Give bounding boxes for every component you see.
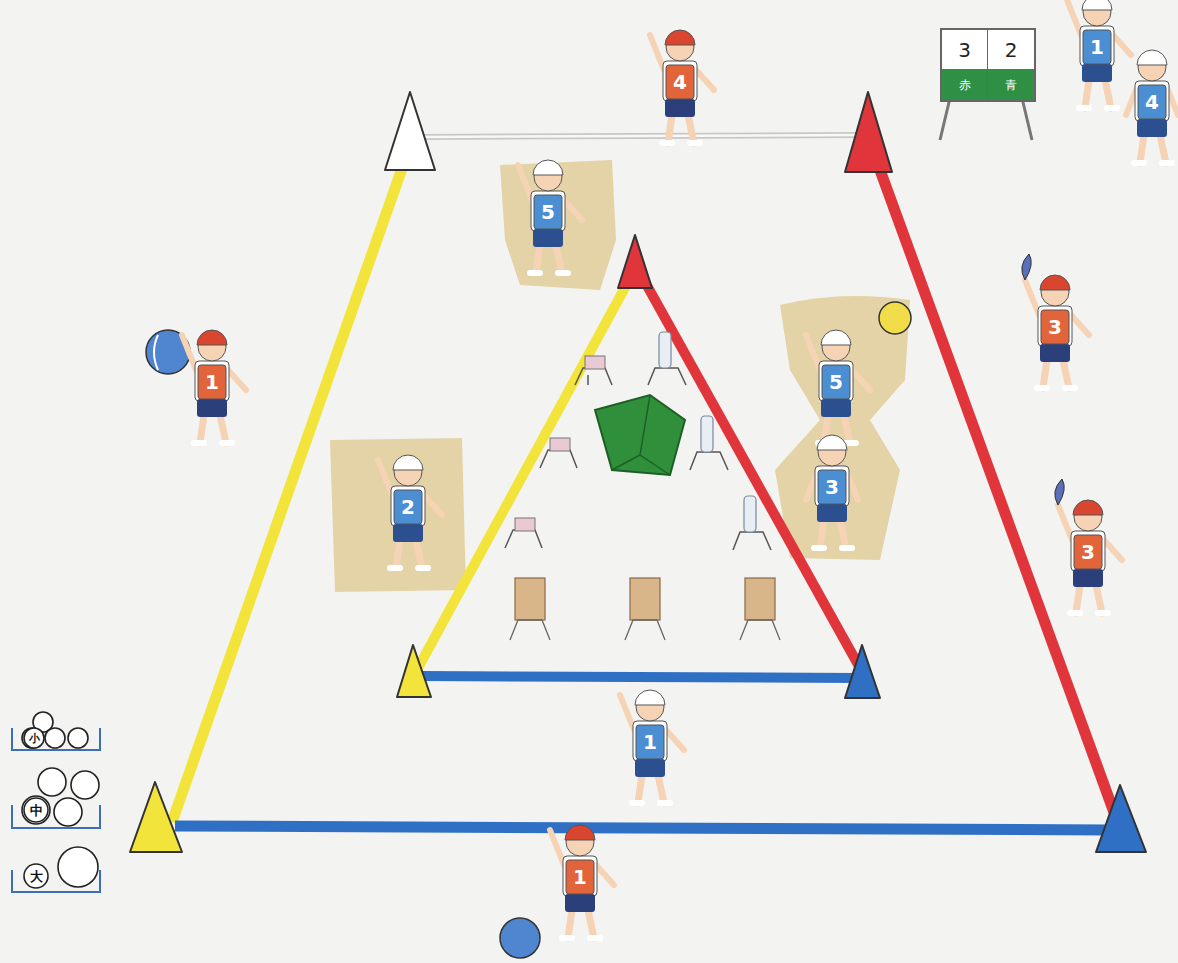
sand-patch bbox=[330, 160, 910, 592]
team-name: 赤 bbox=[942, 69, 988, 100]
child-figure bbox=[1055, 479, 1122, 613]
jersey-number: 4 bbox=[673, 72, 687, 92]
legend-text: 大 bbox=[30, 870, 43, 883]
score-digit: 3 bbox=[942, 30, 988, 69]
ball-size-legend bbox=[12, 712, 100, 892]
legend-text: 小 bbox=[29, 733, 40, 744]
score-digit: 2 bbox=[988, 30, 1034, 69]
scoreboard-stand bbox=[940, 98, 1032, 140]
child-figure bbox=[182, 330, 246, 443]
child-figure bbox=[650, 30, 714, 143]
jersey-number: 3 bbox=[825, 477, 839, 497]
child-figure bbox=[806, 330, 870, 443]
scoreboard: 32赤青 bbox=[940, 28, 1036, 102]
jersey-number: 1 bbox=[573, 867, 587, 887]
court-line bbox=[420, 135, 860, 137]
child-figure bbox=[378, 455, 442, 568]
corner-cone bbox=[130, 92, 1146, 852]
child-figure bbox=[518, 160, 582, 273]
court-line bbox=[880, 170, 1115, 815]
child-figure bbox=[620, 690, 684, 803]
jersey-number: 2 bbox=[401, 497, 415, 517]
target-objects bbox=[505, 332, 780, 640]
child-figure bbox=[1126, 50, 1178, 163]
legend-text: 中 bbox=[30, 804, 43, 817]
children bbox=[182, 0, 1178, 938]
ball bbox=[146, 302, 911, 958]
jersey-number: 1 bbox=[643, 732, 657, 752]
child-figure bbox=[1067, 0, 1131, 108]
jersey-number: 5 bbox=[541, 202, 555, 222]
child-figure bbox=[806, 435, 858, 548]
jersey-number: 3 bbox=[1048, 317, 1062, 337]
child-figure bbox=[550, 825, 614, 938]
court-line bbox=[645, 282, 860, 668]
child-figure bbox=[1022, 254, 1089, 388]
jersey-number: 1 bbox=[1090, 37, 1104, 57]
court-line bbox=[172, 160, 405, 822]
court-line bbox=[420, 135, 860, 137]
jersey-number: 5 bbox=[829, 372, 843, 392]
jersey-number: 4 bbox=[1145, 92, 1159, 112]
court-line bbox=[418, 282, 628, 668]
court-line bbox=[422, 676, 860, 678]
court-line bbox=[175, 826, 1110, 830]
jersey-number: 3 bbox=[1081, 542, 1095, 562]
jersey-number: 1 bbox=[205, 372, 219, 392]
team-name: 青 bbox=[988, 69, 1034, 100]
